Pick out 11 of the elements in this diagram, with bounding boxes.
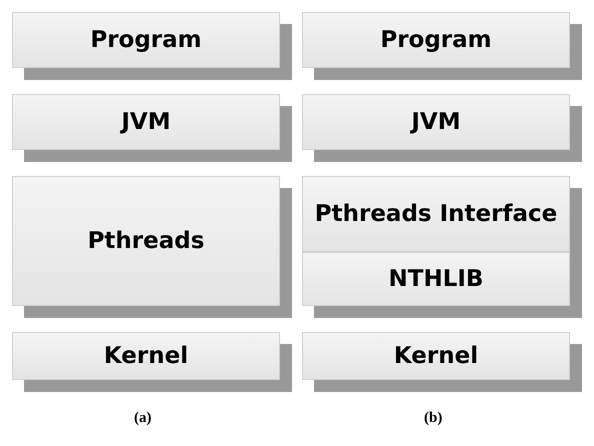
- panel-caption: (b): [424, 410, 442, 427]
- layer-box: JVM: [302, 94, 570, 150]
- layer-box: Program: [302, 12, 570, 68]
- layer-box: NTHLIB: [302, 252, 570, 306]
- layer-box: Kernel: [12, 332, 280, 380]
- panel-caption: (a): [134, 410, 152, 427]
- layer-box: Pthreads Interface: [302, 176, 570, 252]
- layer-box: Kernel: [302, 332, 570, 380]
- layer-box: JVM: [12, 94, 280, 150]
- layer-box: Program: [12, 12, 280, 68]
- layer-box: Pthreads: [12, 176, 280, 306]
